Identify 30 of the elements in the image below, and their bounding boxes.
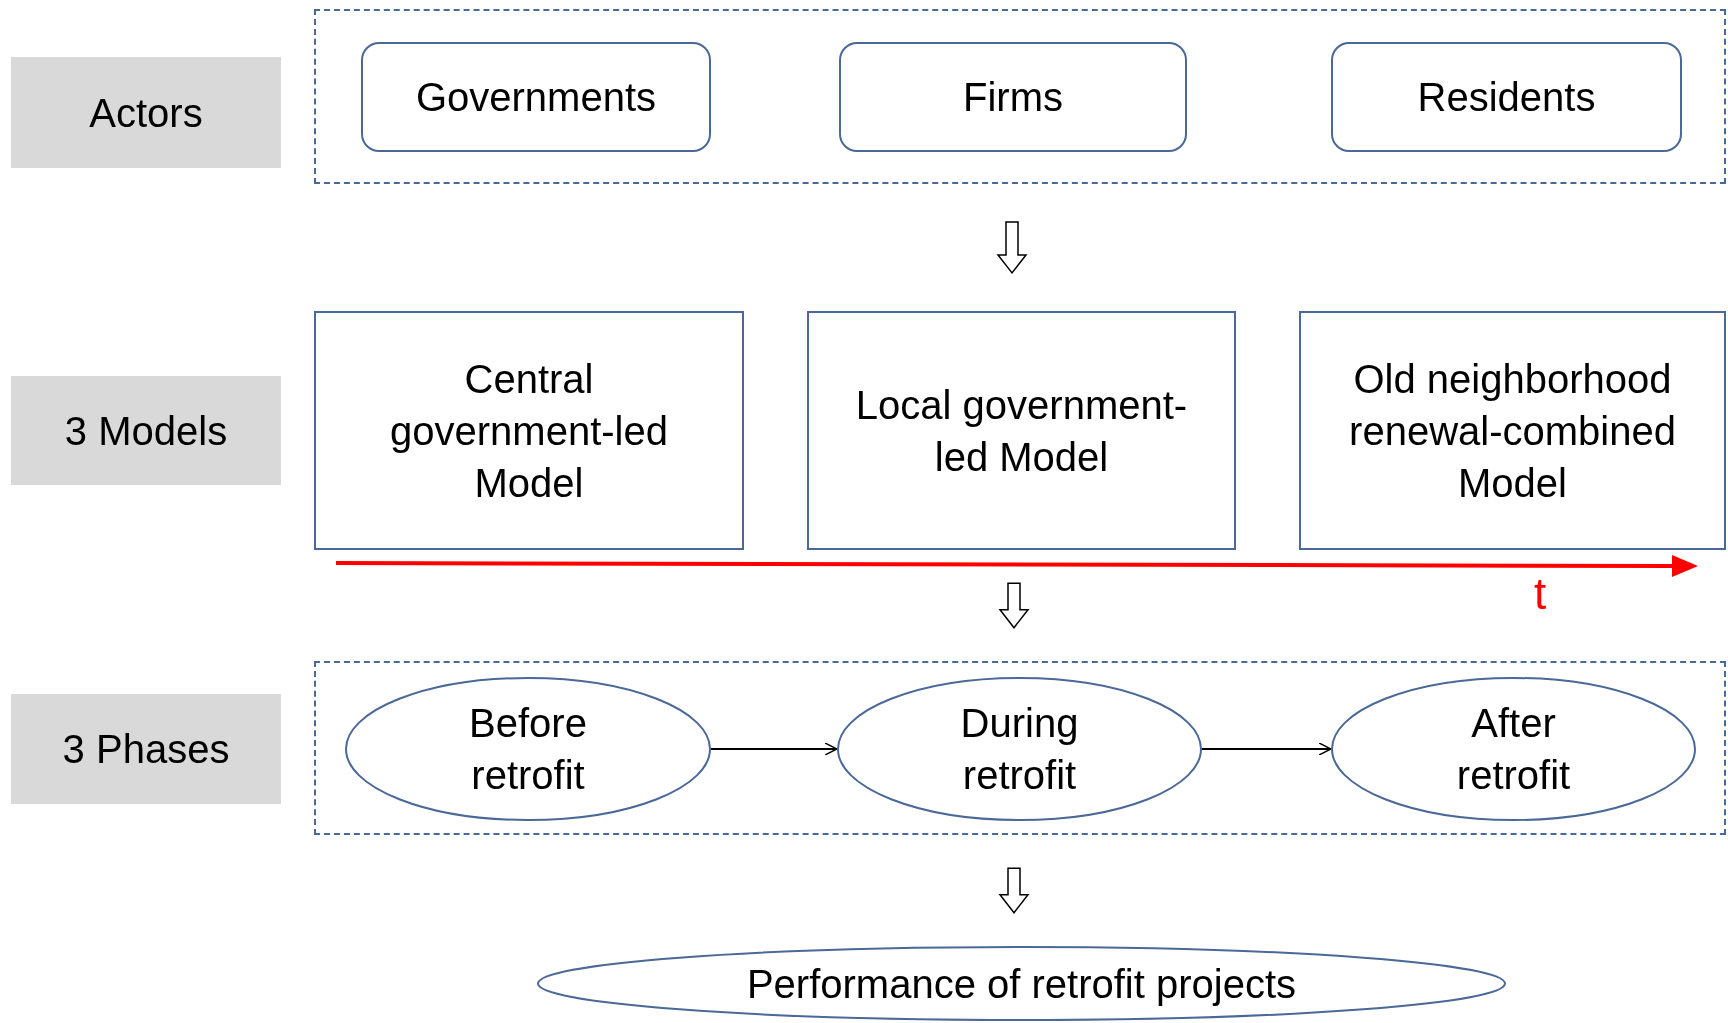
block-arrow xyxy=(998,582,1030,629)
node-text: Old neighborhood renewal-combined Model xyxy=(1348,355,1677,507)
node-text: Central government-led Model xyxy=(389,355,669,507)
node-text: Local government-led Model xyxy=(854,381,1189,481)
row-label xyxy=(11,694,281,804)
row-label xyxy=(11,376,281,485)
node-text: Firms xyxy=(963,74,1063,121)
node-text: Before retrofit xyxy=(468,700,588,799)
node-text: During retrofit xyxy=(959,700,1080,799)
node-text: 3 Models xyxy=(64,407,228,455)
arrow xyxy=(710,742,838,756)
dashed-group-frame xyxy=(314,9,1726,184)
row-label xyxy=(11,57,281,168)
block-arrow xyxy=(996,221,1028,275)
node-text: Governments xyxy=(415,74,657,121)
model-box xyxy=(1299,311,1726,550)
actor-box xyxy=(1331,42,1682,152)
node-text: After retrofit xyxy=(1455,700,1572,799)
node-text: Residents xyxy=(1417,74,1596,121)
actor-box xyxy=(361,42,711,152)
node-text: 3 Phases xyxy=(62,726,230,773)
model-box xyxy=(807,311,1236,550)
model-box xyxy=(314,311,744,550)
block-arrow xyxy=(998,867,1030,914)
time-label: t xyxy=(1534,572,1547,616)
node-text: Actors xyxy=(89,89,203,137)
node-text: Performance of retrofit projects xyxy=(746,960,1297,1008)
dashed-group-frame xyxy=(314,661,1726,835)
arrow xyxy=(1201,742,1332,756)
actor-box xyxy=(839,42,1187,152)
